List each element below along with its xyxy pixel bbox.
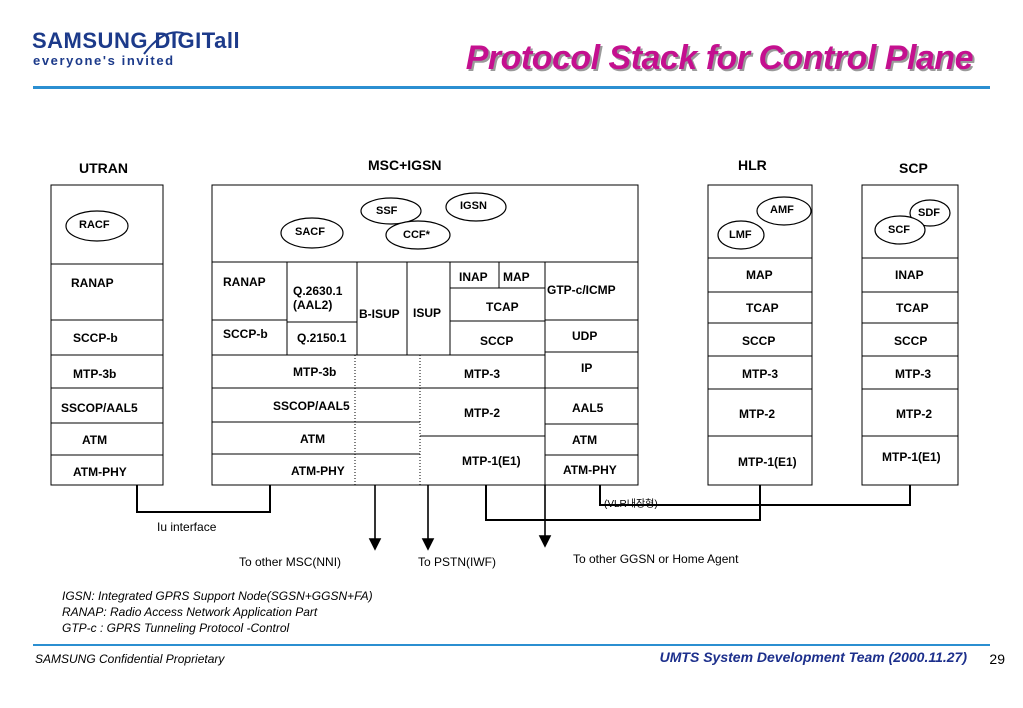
- msc-layer-gtp: GTP-c/ICMP: [547, 283, 616, 297]
- scp-layer-sccp: SCCP: [894, 334, 928, 348]
- utran-layer-atmphy: ATM-PHY: [73, 465, 127, 479]
- pstn-arrow-icon: [421, 538, 435, 551]
- iu-interface-line: [136, 485, 271, 513]
- utran-layer-sscop: SSCOP/AAL5: [61, 401, 138, 415]
- hlr-layer-tcap: TCAP: [746, 301, 779, 315]
- amf-label: AMF: [770, 204, 794, 216]
- scp-layer-mtp1: MTP-1(E1): [882, 450, 941, 464]
- ssf-oval: [360, 197, 422, 225]
- msc-layer-bisup: B-ISUP: [359, 307, 400, 321]
- hlr-layer-mtp1: MTP-1(E1): [738, 455, 797, 469]
- msc-layer-map: MAP: [503, 270, 530, 284]
- ccf-label: CCF*: [403, 229, 430, 241]
- footer-divider: [33, 644, 990, 646]
- msc-layer-sccp: SCCP-b: [223, 327, 268, 341]
- utran-layer-atm: ATM: [82, 433, 108, 447]
- msc-layer-mtp3b: MTP-3b: [293, 365, 337, 379]
- page-number: 29: [989, 651, 1005, 667]
- logo-line1: SAMSUNG DIGITall: [32, 28, 241, 53]
- utran-header: UTRAN: [79, 160, 128, 176]
- scp-layer-mtp2: MTP-2: [896, 407, 932, 421]
- msc-layer-atm: ATM: [300, 432, 326, 446]
- msc-layer-isup: ISUP: [413, 306, 442, 320]
- amf-oval: [756, 196, 812, 226]
- page-title: Protocol Stack for Control Plane: [465, 39, 974, 77]
- msc-layer-q2150: Q.2150.1: [297, 331, 347, 345]
- racf-label: RACF: [79, 219, 110, 231]
- nni-arrow-icon: [368, 538, 382, 551]
- hlr-layer-map: MAP: [746, 268, 773, 282]
- msc-layer-q2630: Q.2630.1 (AAL2): [293, 284, 343, 312]
- racf-oval: [65, 210, 129, 242]
- ccf-oval: [385, 220, 451, 250]
- sacf-oval: [280, 217, 344, 249]
- scp-layer-inap: INAP: [895, 268, 924, 282]
- hlr-layer-mtp2: MTP-2: [739, 407, 775, 421]
- pstn-label: To PSTN(IWF): [418, 555, 496, 569]
- vlr-line: [485, 485, 761, 521]
- scf-label: SCF: [888, 224, 910, 236]
- lmf-oval: [717, 220, 765, 250]
- msc-layer-udp: UDP: [572, 329, 598, 343]
- legend-gtp: GTP-c : GPRS Tunneling Protocol -Control: [62, 621, 290, 635]
- utran-layer-ranap: RANAP: [71, 276, 114, 290]
- footer-confidential: SAMSUNG Confidential Proprietary: [35, 652, 225, 666]
- msc-layer-atmphy2: ATM-PHY: [563, 463, 617, 477]
- footer-team: UMTS System Development Team (2000.11.27…: [659, 649, 967, 665]
- msc-layer-tcap: TCAP: [486, 300, 519, 314]
- legend-igsn: IGSN: Integrated GPRS Support Node(SGSN+…: [62, 589, 373, 603]
- hlr-layer-sccp: SCCP: [742, 334, 776, 348]
- scf-oval: [874, 215, 926, 245]
- sdf-label: SDF: [918, 207, 940, 219]
- lmf-label: LMF: [729, 229, 752, 241]
- msc-layer-mtp1: MTP-1(E1): [462, 454, 521, 468]
- hlr-layer-mtp3: MTP-3: [742, 367, 778, 381]
- legend-ranap: RANAP: Radio Access Network Application …: [62, 605, 318, 619]
- logo-swoosh-icon: [143, 31, 187, 55]
- msc-layer-atm2: ATM: [572, 433, 598, 447]
- scp-link-line: [599, 485, 911, 506]
- utran-layer-sccp: SCCP-b: [73, 331, 118, 345]
- msc-header: MSC+IGSN: [368, 157, 442, 173]
- logo-line2: everyone's invited: [33, 53, 175, 68]
- msc-layer-atmphy: ATM-PHY: [291, 464, 345, 478]
- iu-interface-label: Iu interface: [157, 520, 217, 534]
- scp-layer-tcap: TCAP: [896, 301, 929, 315]
- msc-layer-inap: INAP: [459, 270, 488, 284]
- msc-layer-mtp3: MTP-3: [464, 367, 500, 381]
- msc-layer-mtp2: MTP-2: [464, 406, 500, 420]
- sdf-oval: [909, 199, 951, 227]
- nni-label: To other MSC(NNI): [239, 555, 342, 569]
- msc-layer-aal5: AAL5: [572, 401, 604, 415]
- msc-layer-sccp2: SCCP: [480, 334, 514, 348]
- utran-layer-mtp3b: MTP-3b: [73, 367, 117, 381]
- msc-layer-ip: IP: [581, 361, 593, 375]
- msc-layer-sscop: SSCOP/AAL5: [273, 399, 350, 413]
- msc-layer-ranap: RANAP: [223, 275, 266, 289]
- ggsn-label: To other GGSN or Home Agent: [573, 552, 739, 566]
- scp-header: SCP: [899, 160, 928, 176]
- igsn-label: IGSN: [460, 200, 487, 212]
- igsn-oval: [445, 192, 507, 222]
- hlr-header: HLR: [738, 157, 767, 173]
- sacf-label: SACF: [295, 226, 325, 238]
- title-divider: [33, 86, 990, 89]
- ssf-label: SSF: [376, 205, 398, 217]
- ggsn-arrow-icon: [538, 535, 552, 548]
- vlr-label: (VLR내장형): [604, 499, 658, 510]
- scp-layer-mtp3: MTP-3: [895, 367, 931, 381]
